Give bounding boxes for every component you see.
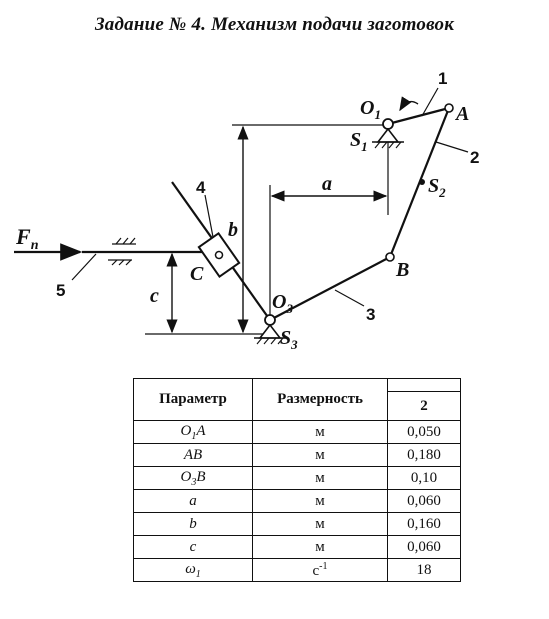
label-force: Fn (15, 224, 39, 253)
table-header-row: Параметр Размерность (133, 378, 461, 421)
cell-unit: с-1 (252, 558, 388, 582)
support-o1 (372, 118, 404, 149)
cell-param: a (133, 489, 253, 513)
table-row: a м 0,060 (133, 489, 461, 513)
label-o3: O3 (272, 291, 293, 316)
cell-unit: м (252, 512, 388, 536)
slider-block-c (197, 231, 241, 279)
table-row: AB м 0,180 (133, 443, 461, 467)
unit-text: м (315, 446, 325, 463)
header-variant: 2 (387, 391, 461, 421)
link-1-crank (387, 106, 450, 126)
unit-text: м (315, 469, 325, 486)
param-symbol: c (189, 538, 197, 555)
cell-value: 0,160 (387, 512, 461, 536)
cell-value: 0,060 (387, 489, 461, 513)
mechanism-diagram: b a c Fn 5 C (14, 69, 479, 352)
leader-5 (71, 253, 97, 281)
rotation-arrow (399, 96, 419, 112)
header-param: Параметр (133, 378, 253, 421)
slider-guide-hatching (108, 237, 136, 266)
cell-param: c (133, 535, 253, 559)
param-symbol: O (180, 422, 192, 439)
unit-superscript: -1 (319, 560, 328, 572)
link-number-3: 3 (366, 305, 375, 324)
unit-text: м (315, 492, 325, 509)
leader-1 (421, 87, 439, 117)
label-dim-a: a (322, 173, 332, 195)
cell-value: 0,060 (387, 535, 461, 559)
header-variant-top (387, 378, 461, 392)
label-c: C (190, 263, 204, 285)
label-s1: S1 (350, 129, 368, 154)
table-row: b м 0,160 (133, 512, 461, 536)
unit-text: м (315, 423, 325, 440)
param-symbol: ω (185, 560, 196, 577)
link-number-4: 4 (196, 178, 206, 197)
label-s3: S3 (280, 327, 298, 352)
cell-value: 0,10 (387, 466, 461, 490)
joint-a (444, 103, 454, 113)
cell-unit: м (252, 489, 388, 513)
param-symbol: b (189, 515, 197, 532)
link-3 (269, 256, 391, 321)
table-row: c м 0,060 (133, 535, 461, 559)
unit-text: м (315, 538, 325, 555)
cell-unit: м (252, 420, 388, 444)
cell-value: 0,180 (387, 443, 461, 467)
label-s2: S2 (428, 175, 446, 200)
label-o1: O1 (360, 97, 381, 122)
cell-param: O1A (133, 420, 253, 444)
param-tail: A (196, 422, 206, 439)
cell-unit: м (252, 443, 388, 467)
label-dim-c: c (150, 285, 159, 307)
leader-2 (435, 141, 469, 153)
link-number-5: 5 (56, 281, 65, 300)
param-symbol: a (189, 492, 197, 509)
label-dim-b: b (228, 219, 238, 241)
unit-text: с (312, 562, 320, 579)
cell-param: AB (133, 443, 253, 467)
param-subscript: 1 (191, 430, 197, 442)
leader-3 (334, 289, 365, 307)
label-b: B (395, 259, 409, 281)
link-number-1: 1 (438, 69, 447, 88)
param-tail: B (196, 468, 206, 485)
param-subscript: 3 (191, 476, 197, 488)
cell-param: O3B (133, 466, 253, 490)
unit-text: м (315, 515, 325, 532)
cell-unit: м (252, 466, 388, 490)
param-symbol: O (180, 468, 192, 485)
cell-param: b (133, 512, 253, 536)
label-a: A (454, 103, 469, 125)
link-number-2: 2 (470, 148, 479, 167)
header-unit: Размерность (252, 378, 388, 421)
cell-value: 0,050 (387, 420, 461, 444)
cell-value: 18 (387, 558, 461, 582)
param-subscript: 1 (195, 568, 201, 580)
joint-b (385, 252, 395, 262)
leader-4 (204, 194, 214, 238)
cell-unit: м (252, 535, 388, 559)
centre-s2 (419, 179, 425, 185)
param-symbol: AB (183, 446, 203, 463)
support-o3 (254, 314, 286, 345)
cell-param: ω1 (133, 558, 253, 582)
page-title: Задание № 4. Механизм подачи заготовок (94, 14, 455, 35)
